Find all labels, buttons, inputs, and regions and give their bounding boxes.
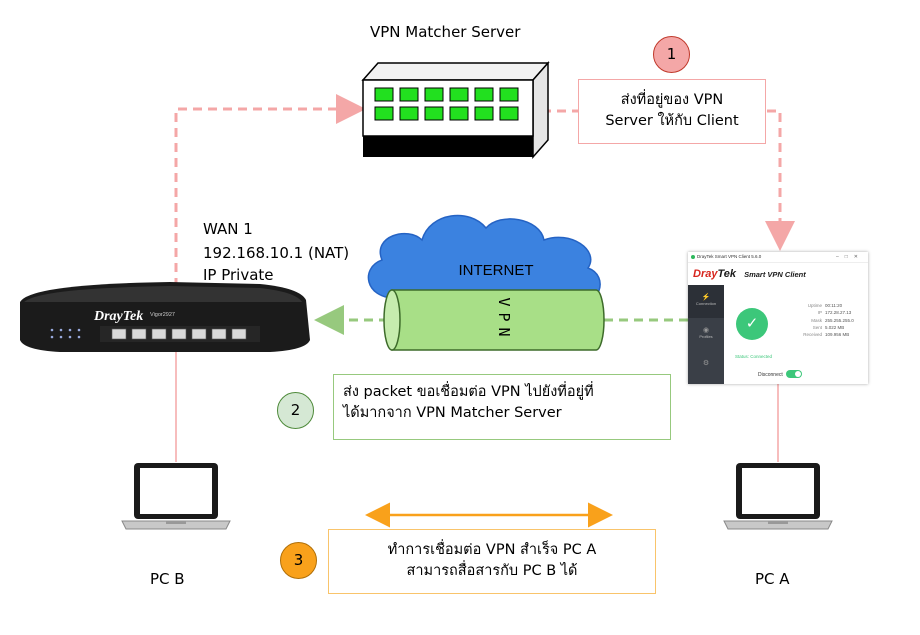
server-port-led	[399, 87, 419, 102]
connected-check-icon: ✓	[736, 308, 768, 340]
server-label: VPN Matcher Server	[370, 23, 521, 41]
router-lan-port	[191, 328, 207, 340]
disconnect-label: Disconnect	[758, 372, 783, 378]
server-port-led	[449, 106, 469, 121]
draytek-router-icon: DrayTek Vigor2927	[20, 282, 310, 352]
nav-settings[interactable]: ⚙	[688, 351, 724, 384]
server-port-led	[474, 87, 494, 102]
pc-a-label: PC A	[755, 570, 790, 588]
nav-profiles[interactable]: ◉ Profiles	[688, 318, 724, 351]
server-port-led	[449, 87, 469, 102]
router-model: Vigor2927	[150, 312, 175, 318]
router-brand: DrayTek	[93, 309, 143, 324]
step-3-line2: สามารถสื่อสารกับ PC B ได้	[406, 563, 578, 579]
brand-dark: Tek	[717, 268, 737, 280]
router-lan-port	[151, 328, 167, 340]
gear-icon: ⚙	[702, 360, 710, 367]
server-port-led	[499, 87, 519, 102]
step-2-line1: ส่ง packet ขอเชื่อมต่อ VPN ไปยังที่อยู่ท…	[343, 384, 594, 400]
server-port-led	[424, 87, 444, 102]
vpn-client-window: DrayTek Smart VPN Client 5.6.0 –□✕ DrayT…	[688, 252, 868, 384]
vpn-tunnel-label: VPN	[495, 297, 513, 342]
nav-connection-label: Connection	[695, 301, 717, 306]
server-port-led	[374, 87, 394, 102]
disconnect-toggle[interactable]	[786, 370, 802, 378]
step-1-line1: ส่งที่อยู่ของ VPN	[620, 92, 724, 108]
vpn-client-sidebar: ⚡ Connection ◉ Profiles ⚙	[688, 285, 724, 384]
app-status-icon	[691, 255, 695, 259]
step-2-badge: 2	[277, 392, 314, 429]
wan-label-line2: 192.168.10.1 (NAT)	[203, 244, 350, 262]
router-led	[77, 335, 81, 339]
router-led	[59, 335, 63, 339]
vpn-client-title: DrayTek Smart VPN Client 5.6.0	[697, 254, 762, 259]
router-led	[77, 328, 81, 332]
profiles-icon: ◉	[702, 327, 710, 334]
router-led	[50, 335, 54, 339]
vpn-client-brand: DrayTek Smart VPN Client	[688, 263, 868, 285]
router-led	[68, 335, 72, 339]
wan-label-line3: IP Private	[203, 266, 274, 284]
pc-b-laptop-icon	[121, 463, 231, 530]
server-port-led	[399, 106, 419, 121]
router-lan-port	[171, 328, 187, 340]
brand-red: Dray	[693, 268, 718, 280]
server-port-led	[424, 106, 444, 121]
window-controls[interactable]: –□✕	[836, 254, 864, 260]
vpn-client-titlebar: DrayTek Smart VPN Client 5.6.0 –□✕	[688, 252, 868, 263]
router-led	[68, 328, 72, 332]
server-port-led	[374, 106, 394, 121]
server-port-led	[474, 106, 494, 121]
router-lan-port	[231, 328, 247, 340]
router-lan-port	[211, 328, 227, 340]
server-port-led	[499, 106, 519, 121]
router-led	[50, 328, 54, 332]
pc-a-laptop-icon	[723, 463, 833, 530]
pc-b-label: PC B	[150, 570, 185, 588]
step-2-line2: ได้มากจาก VPN Matcher Server	[343, 405, 562, 421]
connection-icon: ⚡	[701, 294, 711, 301]
step-3-line1: ทำการเชื่อมต่อ VPN สำเร็จ PC A	[387, 542, 597, 558]
step-1-box: ส่งที่อยู่ของ VPN Server ให้กับ Client	[578, 79, 766, 144]
step-1-line2: Server ให้กับ Client	[605, 113, 739, 129]
nav-connection[interactable]: ⚡ Connection	[688, 285, 724, 318]
wan-label-line1: WAN 1	[203, 220, 253, 238]
internet-label: INTERNET	[459, 262, 534, 279]
nav-profiles-label: Profiles	[699, 334, 713, 339]
product-name: Smart VPN Client	[744, 270, 806, 279]
router-led	[59, 328, 63, 332]
router-lan-port	[131, 328, 147, 340]
router-lan-port	[111, 328, 127, 340]
step-3-badge: 3	[280, 542, 317, 579]
step-2-box: ส่ง packet ขอเชื่อมต่อ VPN ไปยังที่อยู่ท…	[333, 374, 671, 440]
vpn-tunnel-icon: VPN	[383, 289, 605, 351]
step-1-badge: 1	[653, 36, 690, 73]
step-3-box: ทำการเชื่อมต่อ VPN สำเร็จ PC A สามารถสื่…	[328, 529, 656, 594]
vpn-matcher-server-icon	[361, 61, 550, 159]
red-dashed-connector-left	[174, 94, 366, 287]
status-text: Status: Connected	[735, 354, 773, 359]
